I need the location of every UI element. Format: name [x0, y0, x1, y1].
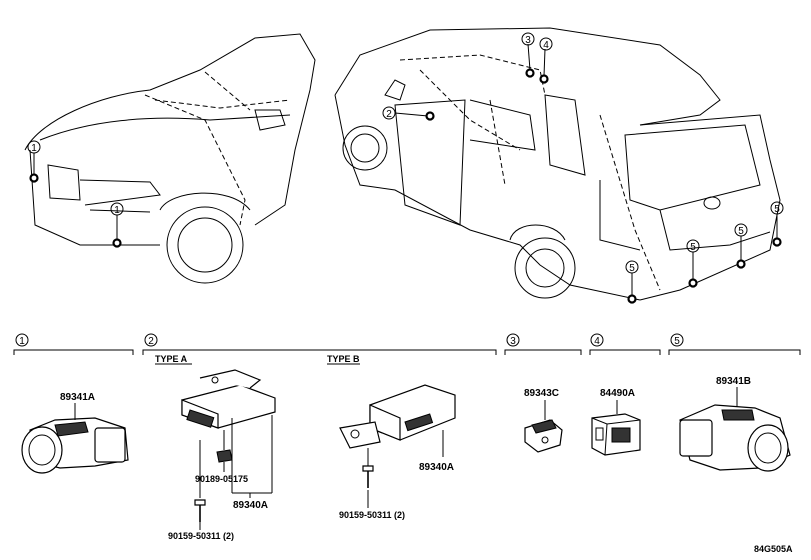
part-number-89343C: 89343C — [524, 388, 559, 399]
ultrasonic-sensor-front — [21, 417, 129, 474]
sensor-location-dot — [525, 68, 535, 78]
switch-84490A — [591, 413, 641, 456]
section-3-header: 3 — [504, 333, 582, 355]
sensor-89343C — [524, 419, 563, 453]
callout-5-rear-left: 5 — [625, 260, 639, 274]
svg-text:4: 4 — [543, 40, 549, 51]
ecu-type-b — [339, 384, 456, 449]
clip-90189 — [216, 430, 233, 463]
sensor-location-dot — [112, 238, 122, 248]
sensor-location-dot — [425, 111, 435, 121]
callout-5-rear-right: 5 — [770, 201, 784, 215]
svg-text:2: 2 — [148, 336, 154, 347]
part-number-84490A: 84490A — [600, 388, 635, 399]
section-2-header: 2 — [142, 333, 497, 355]
section-1-header: 1 — [13, 333, 134, 355]
section-4-header: 4 — [589, 333, 661, 355]
svg-text:4: 4 — [594, 336, 600, 347]
type-a-label: TYPE A — [155, 354, 188, 364]
svg-text:1: 1 — [31, 143, 37, 154]
sensor-location-dot — [772, 237, 782, 247]
ultrasonic-sensor-rear — [679, 404, 791, 472]
svg-text:3: 3 — [525, 35, 531, 46]
bolt-90159-type-a — [194, 440, 206, 522]
sensor-location-dot — [539, 74, 549, 84]
type-b-label: TYPE B — [327, 354, 360, 364]
svg-text:1: 1 — [19, 336, 25, 347]
svg-text:2: 2 — [386, 109, 392, 120]
sensor-location-dot — [736, 259, 746, 269]
callout-4-dash: 4 — [539, 37, 553, 51]
callout-5-rear-center-right: 5 — [734, 223, 748, 237]
sensor-location-dot — [627, 294, 637, 304]
callout-5-rear-center-left: 5 — [686, 239, 700, 253]
svg-text:1: 1 — [114, 205, 120, 216]
svg-text:5: 5 — [629, 263, 635, 274]
part-number-89340A-type-a: 89340A — [233, 500, 268, 511]
svg-text:5: 5 — [738, 226, 744, 237]
diagram-code: 84G505A — [754, 544, 793, 554]
part-number-89341B: 89341B — [716, 376, 751, 387]
bolt-90159-type-b — [362, 448, 374, 488]
callout-3-dash: 3 — [521, 32, 535, 46]
front-vehicle-illustration — [24, 33, 316, 284]
ecu-type-a — [181, 369, 276, 429]
svg-text:5: 5 — [774, 204, 780, 215]
part-number-89340A-type-b: 89340A — [419, 462, 454, 473]
svg-text:3: 3 — [510, 336, 516, 347]
callout-1-front-left: 1 — [27, 140, 41, 154]
rear-vehicle-illustration — [334, 27, 782, 304]
svg-text:5: 5 — [674, 336, 680, 347]
callout-2-interior: 2 — [382, 106, 396, 120]
sensor-location-dot — [29, 173, 39, 183]
svg-text:5: 5 — [690, 242, 696, 253]
sensor-location-dot — [688, 278, 698, 288]
callout-1-front-bumper: 1 — [110, 202, 124, 216]
part-number-90189-05175: 90189-05175 — [195, 474, 248, 484]
part-number-89341A: 89341A — [60, 392, 95, 403]
part-number-90159-50311-type-a: 90159-50311 (2) — [168, 531, 234, 541]
section-5-header: 5 — [668, 333, 801, 355]
part-number-90159-50311-type-b: 90159-50311 (2) — [339, 510, 405, 520]
